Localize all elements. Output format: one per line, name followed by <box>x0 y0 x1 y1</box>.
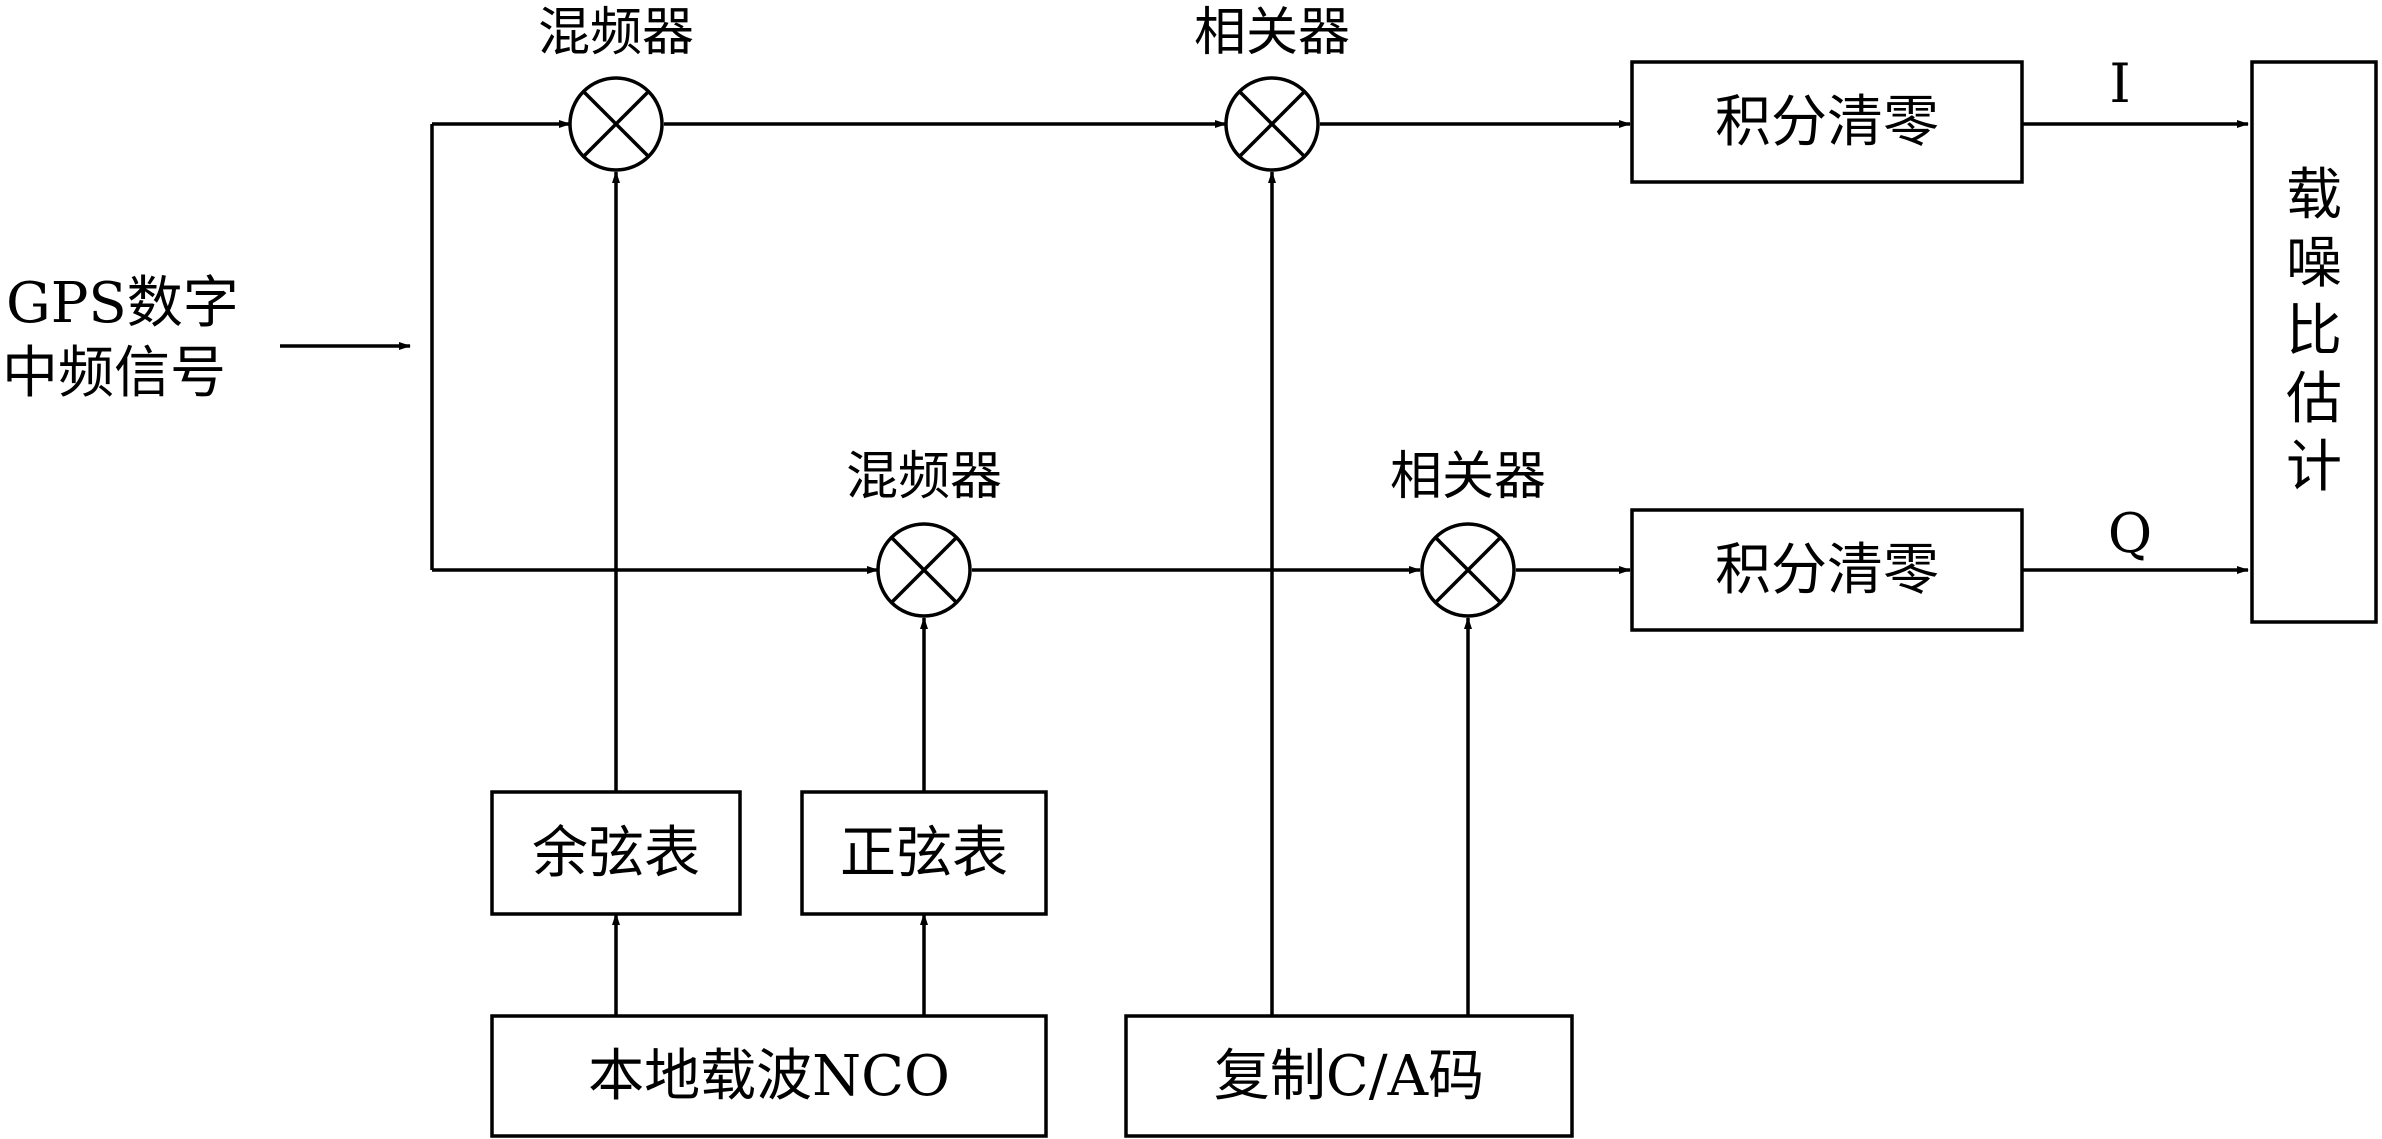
bottom-mixer <box>876 522 972 618</box>
i-output-label: I <box>2109 52 2130 115</box>
bottom-correlator-label: 相关器 <box>1390 447 1546 507</box>
top-mixer <box>568 76 664 172</box>
cosine-table-box <box>490 790 742 916</box>
cnr-char-1: 载 <box>2286 163 2342 228</box>
cosine-table-label: 余弦表 <box>532 821 700 886</box>
cnr-char-5: 计 <box>2286 435 2342 500</box>
input-label-line1: GPS数字 <box>6 271 239 336</box>
ca-code-label: 复制C/A码 <box>1214 1044 1484 1109</box>
cnr-char-4: 估 <box>2286 367 2342 432</box>
top-correlator <box>1224 76 1320 172</box>
ca-code-box <box>1124 1014 1574 1138</box>
signal-wires <box>280 120 2249 1016</box>
cnr-char-2: 噪 <box>2286 231 2342 296</box>
cnr-char-3: 比 <box>2286 299 2342 364</box>
input-label-line2: 中频信号 <box>2 341 226 406</box>
bottom-integrate-dump-box <box>1630 508 2024 632</box>
bottom-mixer-label: 混频器 <box>846 447 1002 507</box>
q-output-label: Q <box>2108 502 2152 565</box>
nco-label: 本地载波NCO <box>588 1044 950 1109</box>
bottom-correlator <box>1420 522 1516 618</box>
top-mixer-label: 混频器 <box>538 3 694 63</box>
top-correlator-label: 相关器 <box>1194 3 1350 63</box>
top-integrate-dump-label: 积分清零 <box>1715 90 1939 155</box>
sine-table-label: 正弦表 <box>840 821 1008 886</box>
nco-box <box>490 1014 1048 1138</box>
top-integrate-dump-box <box>1630 60 2024 184</box>
cnr-estimator-box <box>2250 60 2378 624</box>
sine-table-box <box>800 790 1048 916</box>
bottom-integrate-dump-label: 积分清零 <box>1715 538 1939 603</box>
